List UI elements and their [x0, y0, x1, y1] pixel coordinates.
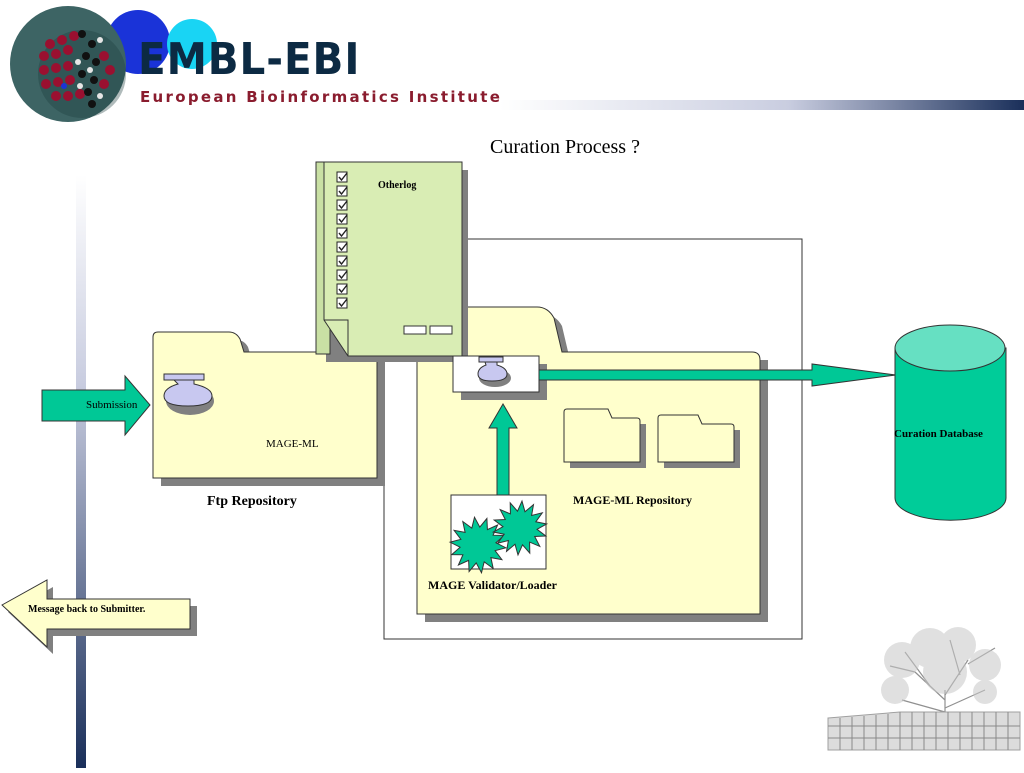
checkmark-icon [338, 256, 348, 266]
embl-ebi-logo [10, 6, 217, 122]
ftp-repository-folder[interactable] [152, 331, 385, 486]
database-icon [477, 356, 511, 387]
brand-subtitle: European Bioinformatics Institute [140, 88, 503, 106]
small-folder [657, 414, 740, 468]
checkbox-icon [336, 171, 348, 183]
checkbox-icon [336, 227, 348, 239]
checkmark-icon [338, 186, 348, 196]
checkbox-icon [336, 185, 348, 197]
brand-name: EMBL-EBI [138, 34, 361, 85]
checkbox-icon [336, 255, 348, 267]
checkmark-icon [338, 228, 348, 238]
left-band [76, 175, 86, 768]
database-icon [163, 373, 214, 415]
otherlog-label: Otherlog [378, 180, 417, 191]
checkmark-icon [338, 200, 348, 210]
small-folder [563, 408, 646, 468]
checkbox-icon [336, 241, 348, 253]
loader-starburst [491, 499, 549, 557]
message-back-label: Message back to Submitter. [28, 604, 146, 615]
checkbox-icon [336, 269, 348, 281]
slide-title: Curation Process ? [490, 136, 640, 158]
checkmark-icon [338, 214, 348, 224]
checkmark-icon [338, 172, 348, 182]
header-band [500, 100, 1024, 110]
checkbox-icon [336, 199, 348, 211]
submission-label: Submission [86, 399, 138, 411]
curation-database-label: Curation Database [894, 428, 983, 440]
ftp-repository-label: Ftp Repository [207, 494, 297, 509]
checkbox-list [336, 171, 348, 309]
checkmark-icon [338, 298, 348, 308]
checkmark-icon [338, 284, 348, 294]
checkbox-icon [336, 297, 348, 309]
checkmark-icon [338, 270, 348, 280]
checkmark-icon [338, 242, 348, 252]
to-database-arrow [538, 363, 897, 387]
message-back-arrow [1, 579, 197, 654]
mage-validator-loader-label: MAGE Validator/Loader [428, 578, 558, 592]
otherlog-document[interactable] [315, 161, 468, 362]
mage-ml-label: MAGE-ML [266, 438, 319, 450]
load-arrow [488, 403, 518, 496]
checkbox-icon [336, 213, 348, 225]
curation-database-cylinder[interactable] [894, 324, 1007, 521]
building-tree-illustration [827, 627, 1021, 751]
submission-arrow [41, 374, 151, 437]
validator-starburst [448, 515, 508, 575]
mage-ml-repository-label: MAGE-ML Repository [573, 493, 692, 507]
checkbox-icon [336, 283, 348, 295]
